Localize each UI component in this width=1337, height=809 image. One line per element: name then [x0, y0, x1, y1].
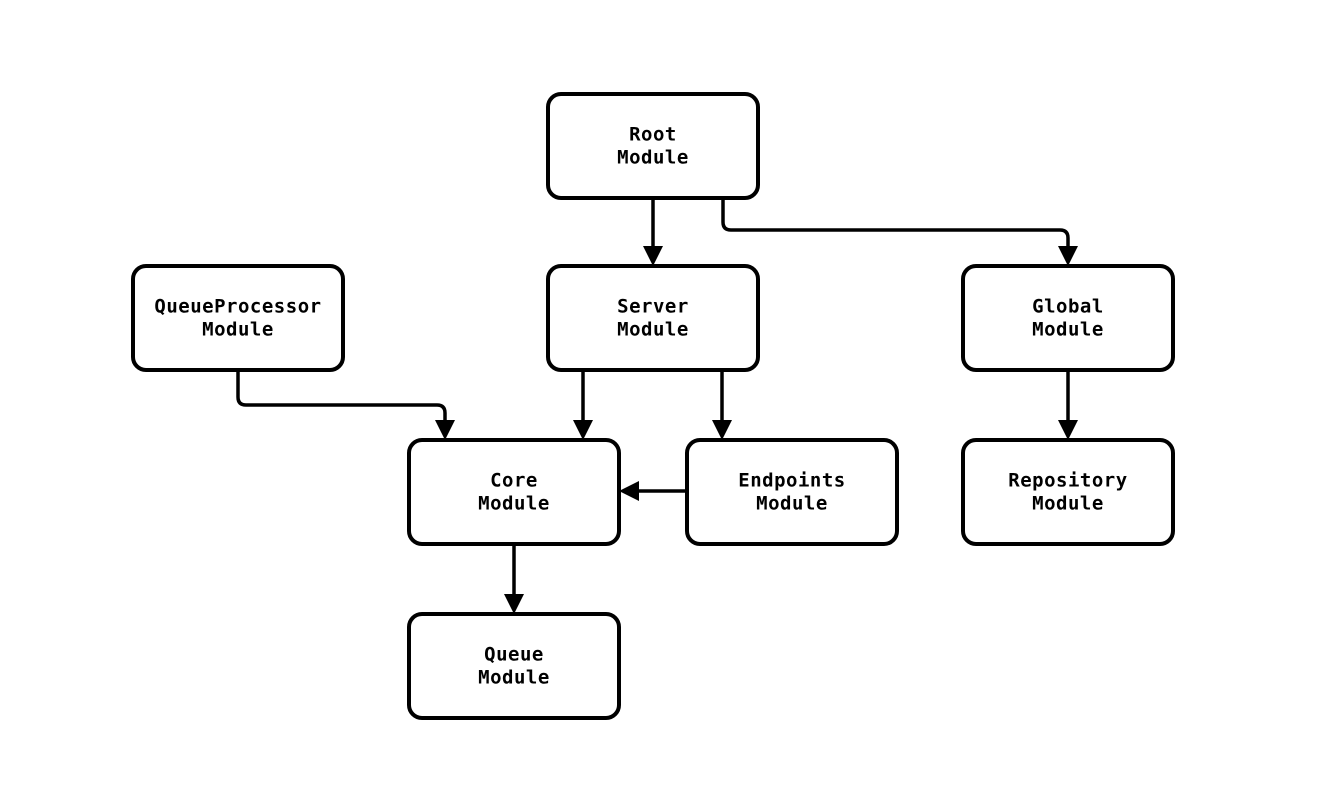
server-module-node-shape[interactable]: [546, 264, 760, 372]
queue-module-node-label-line2: Module: [478, 667, 550, 689]
edge-server-to-endpoints: [712, 370, 732, 440]
edge-queueprocessor-to-core-arrowhead-icon: [435, 420, 455, 440]
global-module-node-label-line2: Module: [1032, 319, 1104, 341]
queueprocessor-module-node-label-line2: Module: [202, 319, 274, 341]
endpoints-module-node-label-line1: Endpoints: [738, 470, 845, 492]
edge-queueprocessor-to-core-line: [236, 370, 447, 420]
edge-root-to-server-arrowhead-icon: [643, 246, 663, 266]
edge-global-to-repository: [1058, 370, 1078, 440]
edge-queueprocessor-to-core: [236, 370, 455, 440]
edge-root-to-global: [721, 198, 1078, 266]
queueprocessor-module-node-label-line1: QueueProcessor: [154, 296, 321, 318]
edge-root-to-global-line: [721, 198, 1070, 246]
edge-core-to-queue-arrowhead-icon: [504, 594, 524, 614]
core-module-node-label-line2: Module: [478, 493, 550, 515]
root-module-node-shape[interactable]: [546, 92, 760, 200]
edge-endpoints-to-core-arrowhead-icon: [619, 481, 639, 501]
edge-global-to-repository-arrowhead-icon: [1058, 420, 1078, 440]
edge-root-to-server: [643, 198, 663, 266]
endpoints-module-node-label-line2: Module: [756, 493, 828, 515]
global-module-node-label-line1: Global: [1032, 296, 1104, 318]
core-module-node-shape[interactable]: [407, 438, 621, 546]
queue-module-node-shape[interactable]: [407, 612, 621, 720]
queue-module-node-label-line1: Queue: [484, 644, 544, 666]
repository-module-node-shape[interactable]: [961, 438, 1175, 546]
global-module-node-shape[interactable]: [961, 264, 1175, 372]
nodes-layer: RootModuleQueueProcessorModuleServerModu…: [131, 92, 1175, 720]
edge-server-to-core: [573, 370, 593, 440]
edge-core-to-queue: [504, 544, 524, 614]
endpoints-module-node-shape[interactable]: [685, 438, 899, 546]
edge-endpoints-to-core: [619, 481, 687, 501]
repository-module-node-label-line1: Repository: [1008, 470, 1127, 492]
queueprocessor-module-node-shape[interactable]: [131, 264, 345, 372]
edge-root-to-global-arrowhead-icon: [1058, 246, 1078, 266]
core-module-node-label-line1: Core: [490, 470, 538, 492]
edge-server-to-endpoints-arrowhead-icon: [712, 420, 732, 440]
root-module-node-label-line2: Module: [617, 147, 689, 169]
server-module-node-label-line2: Module: [617, 319, 689, 341]
root-module-node-label-line1: Root: [629, 124, 677, 146]
edges-layer: [236, 198, 1078, 614]
edge-server-to-core-arrowhead-icon: [573, 420, 593, 440]
server-module-node-label-line1: Server: [617, 296, 689, 318]
repository-module-node-label-line2: Module: [1032, 493, 1104, 515]
